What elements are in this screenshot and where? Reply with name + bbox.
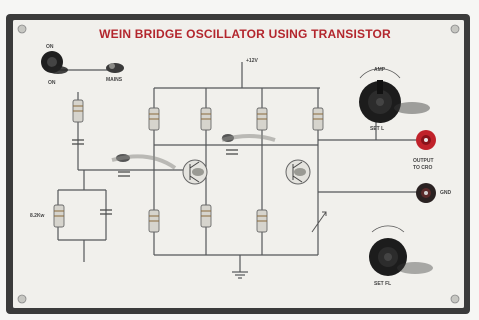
mains-led-icon	[106, 63, 124, 73]
power-switch-icon[interactable]	[41, 51, 68, 74]
frequency-knob-icon[interactable]	[369, 225, 433, 276]
small-components	[111, 134, 276, 170]
freq-knob-label: SET FL	[374, 281, 392, 287]
resistor-bands	[54, 105, 323, 222]
output-terminal-icon[interactable]	[416, 130, 436, 150]
capacitors	[72, 139, 238, 215]
power-top-label: ON	[46, 44, 54, 50]
panel-face	[13, 20, 464, 308]
variable-resistor	[311, 211, 327, 233]
output-label: OUTPUT	[413, 158, 434, 164]
mains-led-label: MAINS	[106, 77, 123, 83]
transistors	[182, 159, 311, 185]
output-sub-label: TO CRO	[413, 165, 433, 171]
corner-screws	[17, 24, 460, 304]
amp-knob-caption: AMP	[374, 67, 386, 73]
ground-terminal-label: GND	[440, 190, 452, 196]
amp-knob-label: SET L	[370, 126, 385, 132]
power-switch-label: ON	[48, 80, 56, 86]
bridge-resistor-label: 8.2Kw	[30, 213, 45, 219]
supply-label: +12V	[246, 58, 258, 64]
amplitude-knob-icon[interactable]	[359, 68, 430, 123]
panel-title: WEIN BRIDGE OSCILLATOR USING TRANSISTOR	[99, 27, 391, 41]
ground-terminal-icon[interactable]	[416, 183, 436, 203]
